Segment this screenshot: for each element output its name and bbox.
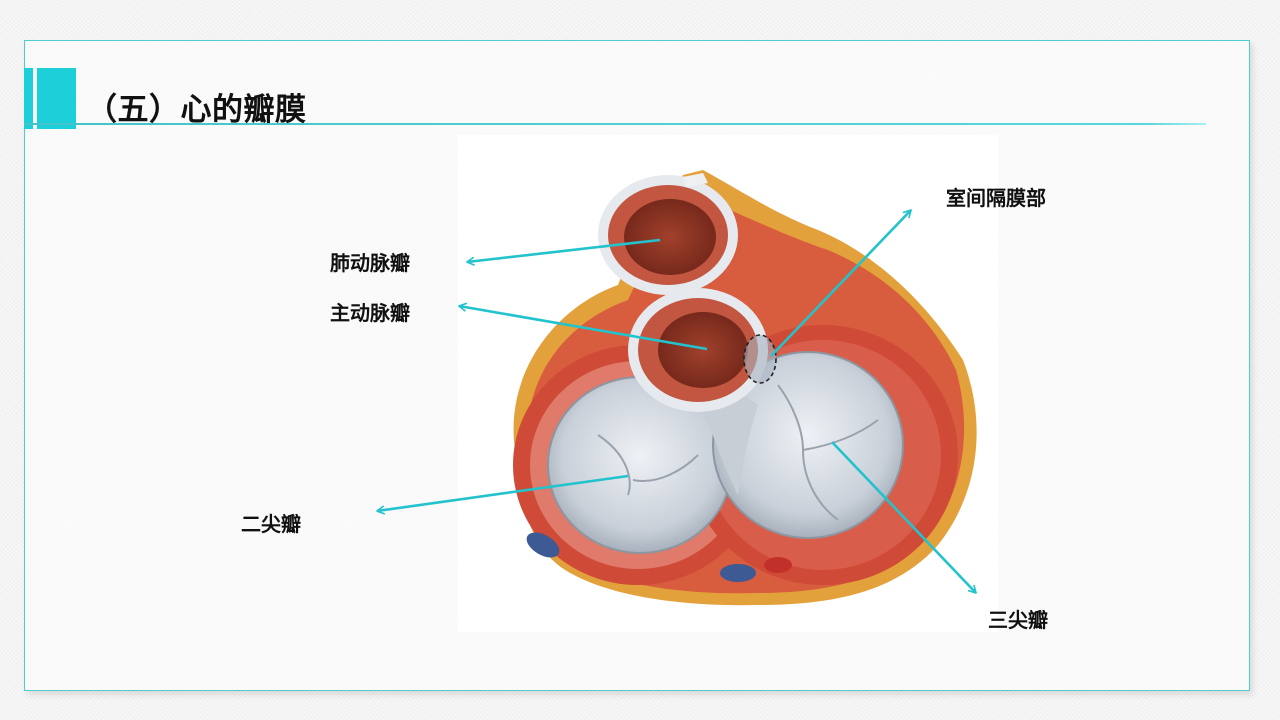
title-accent-bar-narrow (24, 68, 33, 129)
heart-illustration (513, 170, 977, 606)
heart-valves-figure (458, 135, 998, 632)
slide-title: （五）心的瓣膜 (86, 92, 307, 128)
title-underline (24, 123, 1206, 125)
label-tricuspid-valve: 三尖瓣 (988, 608, 1048, 632)
label-pulmonary-valve: 肺动脉瓣 (330, 251, 410, 275)
label-membranous-septum: 室间隔膜部 (946, 186, 1046, 210)
label-aortic-valve: 主动脉瓣 (330, 301, 410, 325)
title-accent-bar-wide (37, 68, 76, 129)
label-mitral-valve: 二尖瓣 (241, 512, 301, 536)
